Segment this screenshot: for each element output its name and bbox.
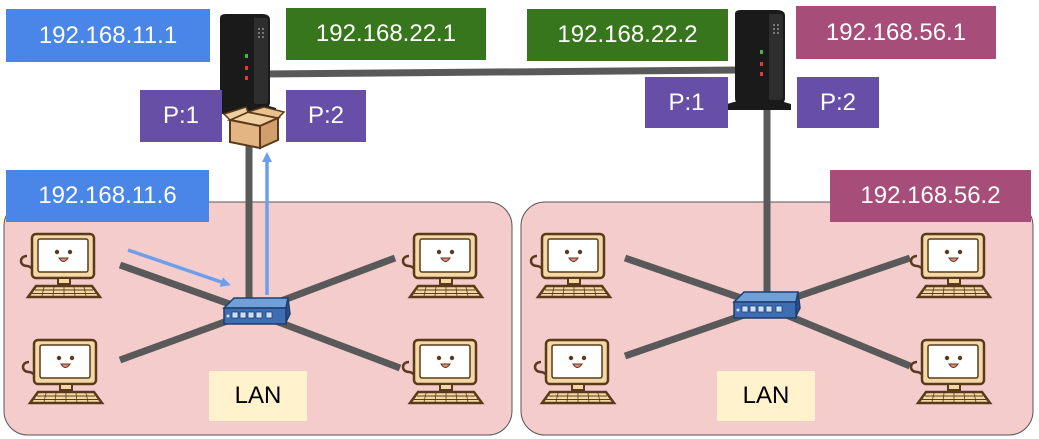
router-left-port-2: P:2 <box>286 90 366 142</box>
packet-box-icon <box>222 106 286 150</box>
switch-icon-left <box>223 297 291 325</box>
lan-left-label: LAN <box>209 371 307 421</box>
lan-right-host-ip: 192.168.56.2 <box>830 170 1031 222</box>
router-left-wan-ip: 192.168.22.1 <box>286 8 486 60</box>
lan-left-host-ip: 192.168.11.6 <box>6 170 209 222</box>
router-left-lan-ip: 192.168.11.1 <box>6 9 210 62</box>
router-icon-right <box>727 10 791 110</box>
router-right-port-2: P:2 <box>797 77 879 128</box>
router-right-wan-ip: 192.168.22.2 <box>527 9 728 61</box>
router-left-port-1: P:1 <box>140 90 222 142</box>
arrow-icon-pc-to-switch <box>127 248 231 287</box>
cable-router-to-router <box>261 66 741 78</box>
switch-icon-right <box>733 291 801 319</box>
router-right-lan-ip: 192.168.56.1 <box>796 6 996 59</box>
router-right-port-1: P:1 <box>645 77 728 128</box>
lan-right-label: LAN <box>717 371 815 421</box>
